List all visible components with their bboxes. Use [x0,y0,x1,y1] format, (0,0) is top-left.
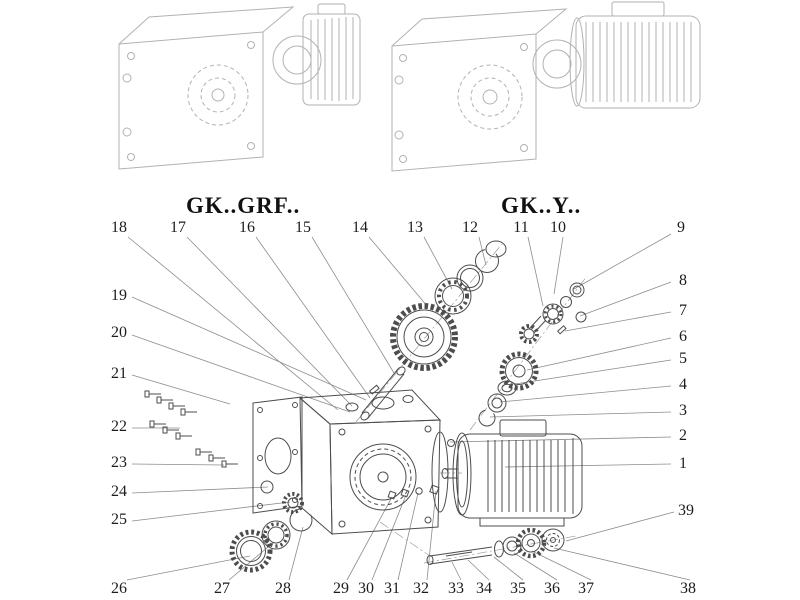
callout-3: 3 [679,402,687,419]
callout-8: 8 [679,272,687,289]
callout-31: 31 [384,580,400,597]
assembled-view-left-drawing [118,3,361,170]
callout-25: 25 [111,511,127,528]
callout-26: 26 [111,580,127,597]
callout-35: 35 [510,580,526,597]
callout-36: 36 [544,580,560,597]
callout-34: 34 [476,580,492,597]
callout-14: 14 [352,219,368,236]
callout-12: 12 [462,219,478,236]
callout-21: 21 [111,365,127,382]
mounting-flange-plate [252,396,303,514]
callout-33: 33 [448,580,464,597]
bearing-and-ring-set [229,480,313,573]
callout-5: 5 [679,350,687,367]
callout-37: 37 [578,580,594,597]
main-gear-shaft-set [360,240,507,421]
electric-motor [441,419,583,527]
callout-19: 19 [111,287,127,304]
callout-7: 7 [679,302,687,319]
assembly-centerlines [355,243,588,564]
callout-39: 39 [678,502,694,519]
callout-16: 16 [239,219,255,236]
callout-32: 32 [413,580,429,597]
callout-17: 17 [170,219,186,236]
callout-6: 6 [679,328,687,345]
assembled-view-right-drawing [391,1,701,172]
exploded-view-drawing [144,240,588,573]
callout-9: 9 [677,219,685,236]
callout-30: 30 [358,580,374,597]
model-title-right: GK..Y.. [501,193,582,218]
callout-23: 23 [111,454,127,471]
callout-28: 28 [275,580,291,597]
callout-10: 10 [550,219,566,236]
callout-18: 18 [111,219,127,236]
callout-38: 38 [680,580,696,597]
output-shaft-set [426,527,565,565]
input-pinion-set [478,282,587,427]
callout-15: 15 [295,219,311,236]
callout-29: 29 [333,580,349,597]
callout-2: 2 [679,427,687,444]
callout-4: 4 [679,376,687,393]
callout-24: 24 [111,483,127,500]
small-fasteners [387,484,440,500]
callout-22: 22 [111,418,127,435]
model-title-left: GK..GRF.. [186,193,301,218]
callout-11: 11 [513,219,529,236]
callout-20: 20 [111,324,127,341]
callout-27: 27 [214,580,230,597]
callout-13: 13 [407,219,423,236]
callout-1: 1 [679,455,687,472]
fastener-screws [144,390,238,468]
gearbox-housing [298,389,449,536]
leader-lines [126,233,691,581]
